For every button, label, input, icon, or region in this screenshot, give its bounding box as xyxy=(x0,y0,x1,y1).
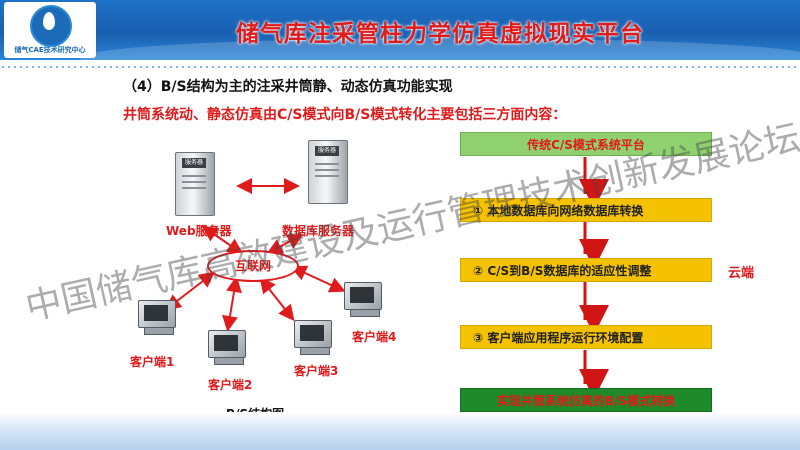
logo-text: 储气CAE技术研究中心 xyxy=(14,46,86,54)
section-subtitle: （4）B/S结构为主的注采井筒静、动态仿真功能实现 xyxy=(123,79,453,95)
page-title: 储气库注采管柱力学仿真虚拟现实平台 xyxy=(236,21,644,47)
flow-start-box: 传统C/S模式系统平台 xyxy=(460,132,712,156)
internet-node: 互联网 xyxy=(207,250,299,282)
monitor-base xyxy=(144,327,174,335)
cloud-label: 云端 xyxy=(728,266,755,281)
intro-text: 井筒系统动、静态仿真由C/S模式向B/S模式转化主要包括三方面内容： xyxy=(123,107,567,123)
client-2-icon xyxy=(208,330,248,365)
server-slot xyxy=(315,175,339,177)
server-tag-label: 服务器 xyxy=(182,158,206,168)
monitor-screen xyxy=(208,330,246,358)
monitor-screen xyxy=(344,282,382,310)
web-server-label: Web服务器 xyxy=(166,224,232,238)
flow-step-3: ③ 客户端应用程序运行环境配置 xyxy=(460,325,712,349)
monitor-base xyxy=(214,357,244,365)
client-4-label: 客户端4 xyxy=(352,330,397,344)
header-bar: 储气CAE技术研究中心 储气库注采管柱力学仿真虚拟现实平台 xyxy=(0,0,800,60)
client-3-icon xyxy=(294,320,334,355)
server-slot xyxy=(315,163,339,165)
monitor-screen xyxy=(294,320,332,348)
header-wave-decoration xyxy=(80,38,800,60)
logo-drop-icon xyxy=(43,12,55,30)
dotted-divider xyxy=(0,66,800,68)
internet-client4-link xyxy=(290,265,346,293)
web-server-icon: 服务器 xyxy=(175,152,215,216)
flow-step-2: ② C/S到B/S数据库的适应性调整 xyxy=(460,258,712,282)
monitor-base xyxy=(300,347,330,355)
logo: 储气CAE技术研究中心 xyxy=(4,2,96,58)
footer-sky-decoration xyxy=(0,412,800,450)
server-slot xyxy=(315,169,339,171)
flow-step-1: ① 本地数据库向网络数据库转换 xyxy=(460,198,712,222)
client-2-label: 客户端2 xyxy=(208,378,253,392)
internet-client3-link xyxy=(259,276,295,322)
client-4-icon xyxy=(344,282,384,317)
server-tag-label: 服务器 xyxy=(315,146,339,156)
db-server-icon: 服务器 xyxy=(308,140,348,204)
client-1-label: 客户端1 xyxy=(130,355,175,369)
server-slot xyxy=(182,187,206,189)
monitor-base xyxy=(350,309,380,317)
server-slot xyxy=(182,175,206,177)
internet-client2-link xyxy=(222,276,242,332)
client-3-label: 客户端3 xyxy=(294,364,339,378)
db-server-label: 数据库服务器 xyxy=(282,224,355,238)
flow-end-box: 实现井筒系统仿真的B/S模式转换 xyxy=(460,388,712,412)
server-slot xyxy=(182,181,206,183)
client-1-icon xyxy=(138,300,178,335)
